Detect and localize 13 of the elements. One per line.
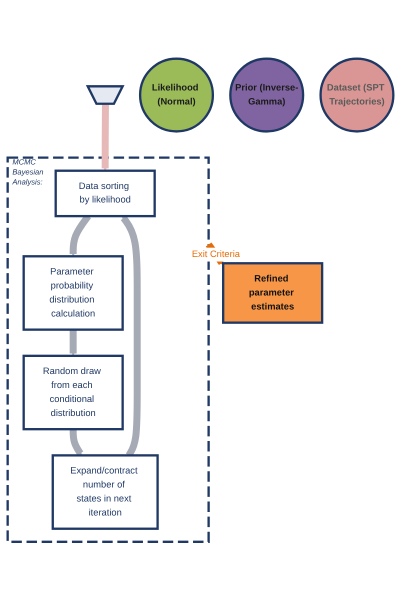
node-box: Data sorting by likelihood [54, 169, 156, 218]
node-circle: Likelihood (Normal) [138, 57, 214, 132]
node-circle: Dataset (SPT Trajectories) [319, 57, 394, 132]
edge-label: Exit Criteria [192, 249, 240, 260]
arrow [70, 428, 84, 456]
node-funnel [86, 84, 125, 105]
node-box: Refined parameter estimates [222, 262, 324, 324]
arrow [102, 104, 109, 171]
node-box: Expand/contract number of states in next iteration [52, 454, 159, 530]
node-circle: Prior (Inverse-Gamma) [229, 57, 304, 132]
arrow [70, 328, 77, 356]
node-box: Random draw from each conditional distribution [22, 354, 124, 430]
node-box: Parameter probability distribution calculation [22, 254, 124, 331]
